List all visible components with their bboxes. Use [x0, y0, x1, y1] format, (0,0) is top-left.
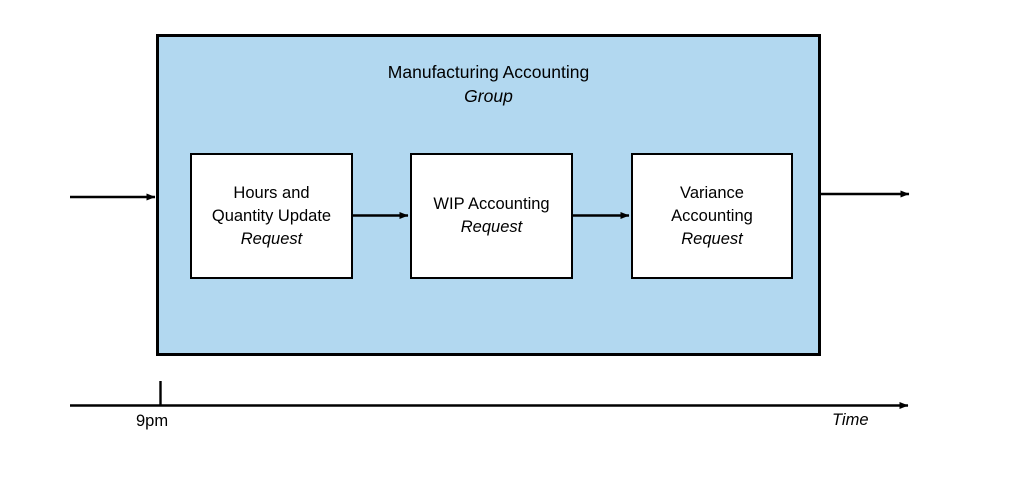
- process-box-hours-and-quantity-update[interactable]: Hours and Quantity Update Request: [190, 153, 353, 279]
- process-label-line1: WIP Accounting: [433, 195, 550, 213]
- timeline-tick-label-9pm: 9pm: [136, 412, 169, 430]
- process-label-line1: Variance: [680, 183, 744, 202]
- process-label-request: Request: [460, 218, 523, 236]
- process-label-line2: Accounting: [671, 206, 753, 225]
- group-title-line2: Group: [464, 86, 513, 106]
- process-label-line2: Quantity Update: [211, 206, 332, 225]
- process-label-request: Request: [681, 229, 743, 248]
- group-title: Manufacturing Accounting Group: [157, 60, 820, 108]
- process-label-request: Request: [240, 229, 303, 248]
- group-title-line1: Manufacturing Accounting: [387, 62, 590, 82]
- process-box-variance-accounting[interactable]: Variance Accounting Request: [631, 153, 793, 279]
- timeline-axis-label: Time: [832, 411, 869, 429]
- process-box-wip-accounting[interactable]: WIP Accounting Request: [410, 153, 573, 279]
- process-label-line1: Hours and: [233, 183, 310, 202]
